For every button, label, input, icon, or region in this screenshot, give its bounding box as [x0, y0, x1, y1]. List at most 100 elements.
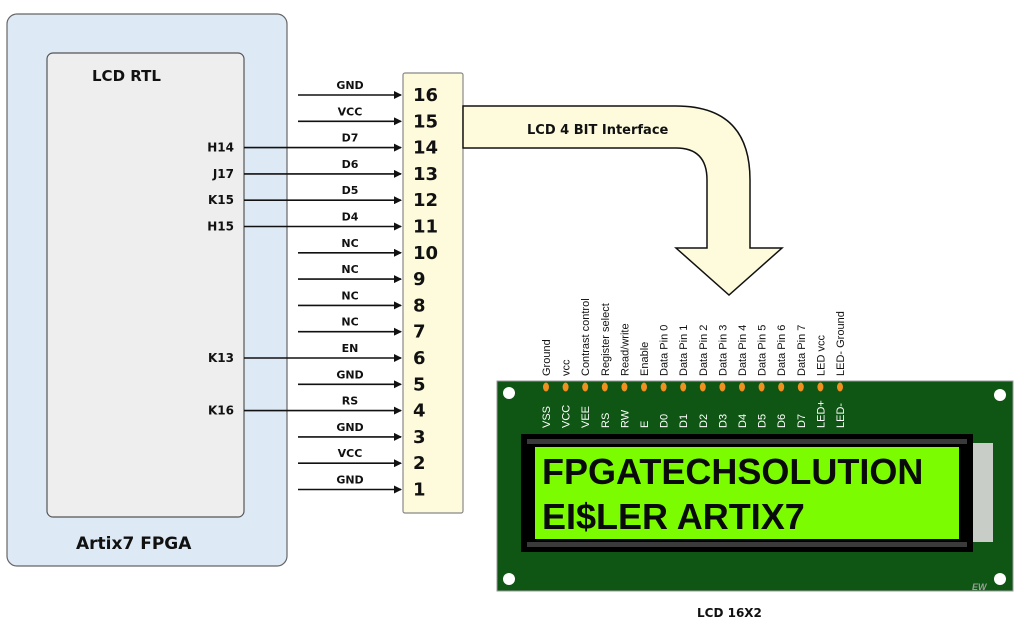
lcd-pin-dot	[817, 382, 824, 392]
lcd-pin-name: E	[639, 421, 651, 428]
signal-label: D7	[342, 132, 359, 145]
lcd-caption: LCD 16X2	[697, 606, 762, 620]
lcd-pin-description: Data Pin 3	[717, 325, 729, 376]
signal-label: EN	[342, 342, 359, 355]
fpga-pin-label: K15	[208, 193, 234, 207]
lcd-pin-name: D5	[757, 414, 769, 428]
maker-mark: EW	[972, 582, 988, 592]
fpga-label: Artix7 FPGA	[76, 534, 192, 554]
connector-pin-row: VCC 2	[298, 447, 426, 474]
signal-label: D6	[342, 158, 359, 171]
lcd-pin: VEE Contrast control	[580, 298, 592, 428]
connector-pin-number: 12	[413, 190, 438, 211]
lcd-pin: D3 Data Pin 3	[717, 325, 729, 428]
lcd-pin-description: Data Pin 1	[678, 325, 690, 376]
fpga-pin-label: H15	[207, 220, 234, 234]
connector-header	[402, 72, 464, 514]
signal-label: D5	[342, 184, 359, 197]
lcd-pin-description: Read/write	[619, 323, 631, 376]
connector-pin-row: NC 7	[298, 316, 426, 343]
signal-label: VCC	[338, 447, 363, 460]
lcd-pin-description: Data Pin 0	[659, 325, 671, 376]
lcd-pin: VCC vcc	[561, 359, 573, 428]
lcd-pin-description: Data Pin 5	[757, 325, 769, 376]
lcd-pin-dot	[621, 382, 628, 392]
lcd-pin-name: D0	[659, 414, 671, 428]
lcd-pin: LED-LED- Ground	[835, 311, 847, 428]
interface-arrow-label: LCD 4 BIT Interface	[527, 123, 669, 138]
connector-pin-number: 2	[413, 453, 426, 474]
mount-hole-bottom-right	[994, 573, 1006, 585]
lcd-pin-name: D7	[796, 414, 808, 428]
connector-pin-number: 5	[413, 374, 426, 395]
connector-pin-row: GND 1	[298, 474, 426, 501]
lcd-pin-description: LED vcc	[815, 335, 827, 376]
lcd-pin-name: D4	[737, 414, 749, 428]
signal-label: GND	[336, 474, 363, 487]
lcd-pin: D0 Data Pin 0	[659, 325, 671, 428]
connector-pin-number: 8	[413, 295, 426, 316]
lcd-pin-name: VEE	[580, 406, 592, 428]
connector-pin-number: 13	[413, 164, 438, 185]
lcd-pin: D4 Data Pin 4	[737, 325, 749, 428]
rtl-inner-box	[46, 52, 245, 518]
connector-pin-row: NC 8	[298, 289, 426, 316]
signal-label: NC	[341, 237, 358, 250]
lcd-pin-description: Data Pin 4	[737, 325, 749, 376]
lcd-pin-name: VCC	[561, 405, 573, 428]
lcd-pin-dot	[562, 382, 569, 392]
connector-pin-number: 15	[413, 111, 438, 132]
signal-label: NC	[341, 263, 358, 276]
lcd-pin: LED+LED vcc	[815, 335, 827, 428]
connector-pin-row: D7 14 H14	[207, 132, 438, 159]
lcd-pin-dot	[758, 382, 765, 392]
mount-hole-bottom-left	[503, 573, 515, 585]
bezel-strip-bottom	[527, 542, 967, 547]
lcd-pin-name: D6	[776, 414, 788, 428]
lcd-pin-name: LED-	[835, 403, 847, 428]
lcd-pin: D5 Data Pin 5	[757, 325, 769, 428]
lcd-screen	[535, 447, 959, 539]
lcd-pin-description: Enable	[639, 342, 651, 376]
lcd-pin-dot	[837, 382, 843, 392]
lcd-pin-description: Data Pin 6	[776, 325, 788, 376]
connector-pin-number: 1	[413, 480, 426, 501]
fpga-pin-label: H14	[207, 141, 234, 155]
lcd-pin-name: D3	[717, 414, 729, 428]
lcd-line-2: EI$LER ARTIX7	[542, 496, 805, 537]
signal-label: D4	[342, 211, 359, 224]
signal-label: RS	[342, 395, 358, 408]
connector-pin-number: 14	[413, 138, 438, 159]
lcd-pin-dot	[739, 382, 745, 392]
signal-label: VCC	[338, 105, 363, 118]
interface-arrow: LCD 4 BIT Interface	[462, 105, 784, 297]
mount-hole-top-left	[503, 387, 515, 399]
signal-label: NC	[341, 289, 358, 302]
connector-pin-number: 7	[413, 322, 426, 343]
lcd-pin-description: vcc	[561, 359, 573, 376]
signal-label: NC	[341, 316, 358, 329]
lcd-pin-dot	[680, 382, 687, 392]
fpga-block: LCD RTL Artix7 FPGA	[6, 13, 288, 567]
signal-label: GND	[336, 79, 363, 92]
lcd-pin-dot	[699, 382, 706, 392]
connector-pin-row: D5 12 K15	[208, 184, 438, 211]
lcd-pin-name: VSS	[541, 406, 553, 428]
lcd-pin: D6 Data Pin 6	[776, 325, 788, 428]
bezel-strip-top	[527, 439, 967, 444]
lcd-pin-description: Contrast control	[580, 298, 592, 376]
